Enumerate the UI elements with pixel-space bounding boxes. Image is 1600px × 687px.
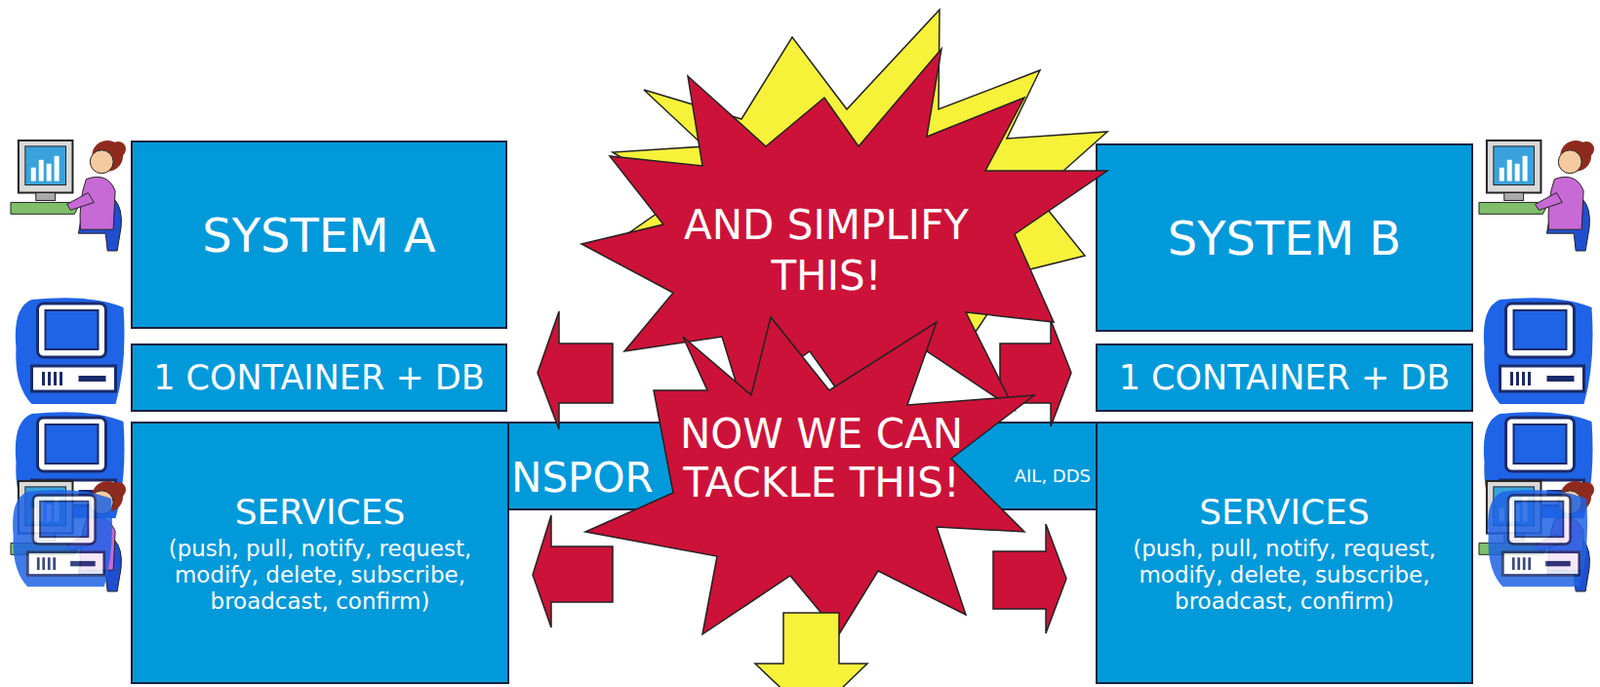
down-arrow bbox=[755, 612, 868, 687]
computer-icon bbox=[12, 489, 113, 587]
services-list: (push, pull, notify, request, modify, de… bbox=[161, 535, 480, 615]
services-box: SERVICES(push, pull, notify, request, mo… bbox=[1095, 421, 1474, 684]
container-box: 1 CONTAINER + DB bbox=[1095, 343, 1474, 412]
block-arrow bbox=[993, 523, 1067, 634]
computer-icon bbox=[1487, 489, 1588, 587]
starburst-shape bbox=[585, 317, 1035, 635]
services-box: SERVICES(push, pull, notify, request, mo… bbox=[130, 421, 510, 684]
container-box: 1 CONTAINER + DB bbox=[130, 343, 508, 412]
system-box: SYSTEM B bbox=[1095, 143, 1474, 332]
system-name: SYSTEM B bbox=[1167, 210, 1402, 266]
block-arrow bbox=[532, 515, 613, 628]
services-title: SERVICES bbox=[1199, 490, 1370, 533]
user-icon bbox=[10, 140, 126, 251]
computer-icon bbox=[15, 297, 125, 404]
block-arrow bbox=[537, 311, 613, 430]
user-icon bbox=[10, 480, 126, 592]
transport-protocols: AIL, DDS bbox=[1014, 465, 1091, 487]
transport-label: NSPOR bbox=[511, 454, 654, 502]
callout-text: NOW WE CAN TACKLE THIS! bbox=[660, 409, 983, 508]
container-label: 1 CONTAINER + DB bbox=[153, 358, 485, 398]
system-box: SYSTEM A bbox=[130, 140, 508, 329]
user-icon bbox=[1479, 480, 1595, 592]
block-arrow bbox=[1000, 320, 1072, 427]
starburst-callout: NOW WE CAN TACKLE THIS! bbox=[577, 312, 1066, 605]
callout-text: AND SIMPLIFY THIS! bbox=[665, 200, 988, 302]
computer-icon bbox=[1483, 297, 1594, 404]
yellow-starburst bbox=[612, 9, 1108, 342]
container-label: 1 CONTAINER + DB bbox=[1119, 358, 1451, 398]
services-title: SERVICES bbox=[235, 490, 406, 533]
services-list: (push, pull, notify, request, modify, de… bbox=[1125, 535, 1443, 615]
user-icon bbox=[1479, 140, 1595, 251]
system-name: SYSTEM A bbox=[201, 207, 436, 263]
